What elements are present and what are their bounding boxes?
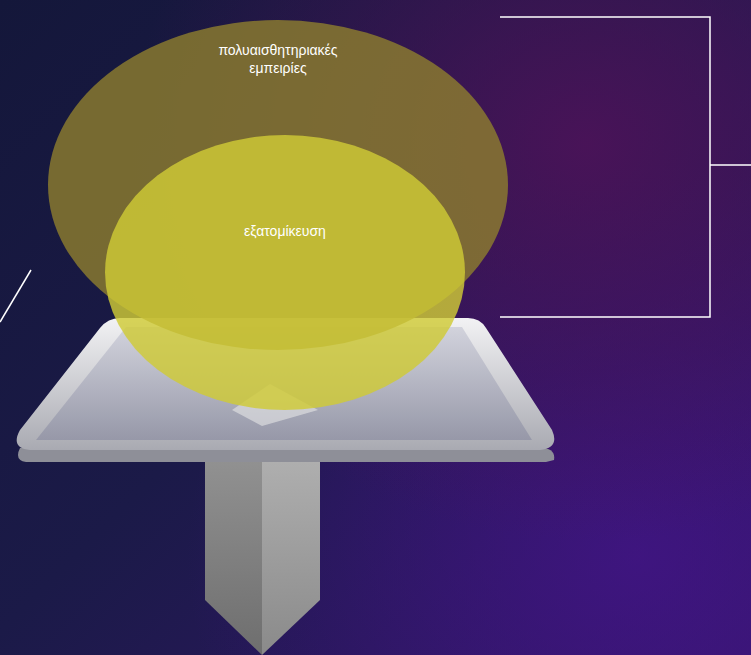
node-label: πολυαισθητηριακές εμπειρίες <box>198 42 358 77</box>
node-label: εξατομίκευση <box>185 223 385 241</box>
bracket-tick <box>710 164 751 166</box>
inner-ellipse: εξατομίκευση <box>105 135 465 410</box>
ellipse-outline <box>105 135 465 410</box>
outer-ellipse: πολυαισθητηριακές εμπειρίες εξατομίκευση <box>48 20 508 350</box>
leader-line <box>0 270 31 322</box>
bracket <box>500 17 710 317</box>
tablet-edge <box>18 448 554 462</box>
ellipse-fill <box>105 135 465 410</box>
